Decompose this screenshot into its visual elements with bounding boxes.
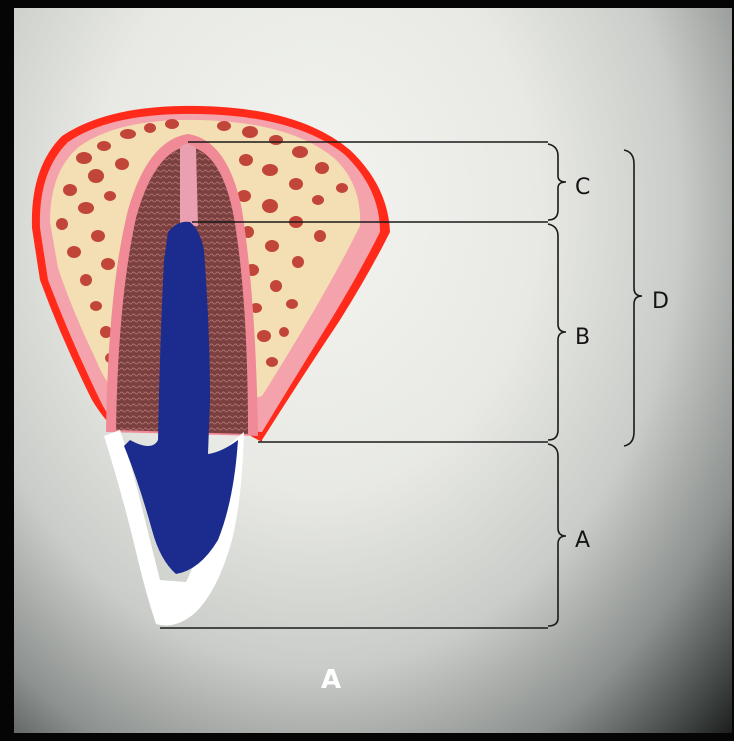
cementum-sheath bbox=[180, 144, 198, 226]
brace-a bbox=[548, 444, 566, 626]
label-d: D bbox=[652, 289, 669, 314]
figure-caption: A bbox=[321, 665, 341, 695]
brace-d bbox=[624, 150, 642, 446]
label-c: C bbox=[575, 175, 590, 200]
brace-c bbox=[548, 144, 566, 220]
label-a: A bbox=[575, 528, 590, 553]
brace-b bbox=[548, 224, 566, 440]
label-b: B bbox=[575, 325, 590, 350]
braces bbox=[548, 144, 642, 626]
